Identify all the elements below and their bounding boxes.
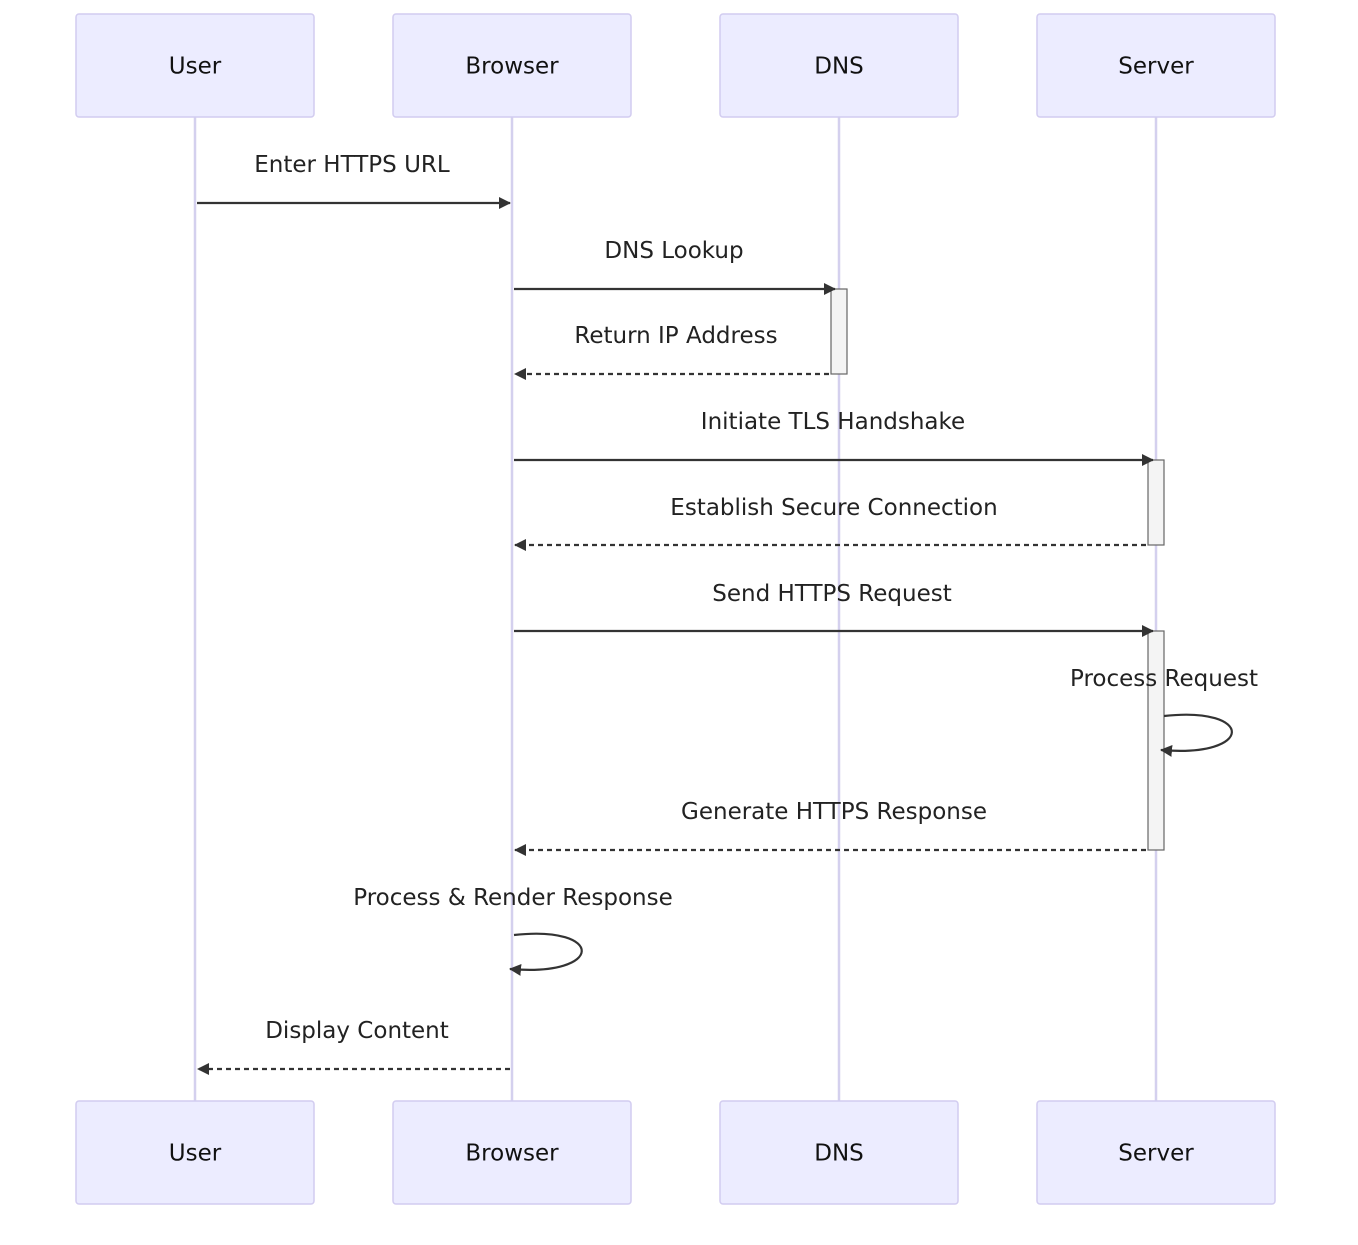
actors-top: User Browser DNS Server	[75, 13, 1276, 118]
message-render-response[interactable]: Process & Render Response	[353, 885, 673, 976]
message-label: Send HTTPS Request	[712, 581, 951, 607]
actor-server-top[interactable]: Server	[1036, 13, 1276, 118]
actors-bottom: User Browser DNS Server	[75, 1100, 1276, 1205]
message-enter-url[interactable]: Enter HTTPS URL	[197, 152, 511, 209]
message-label: Establish Secure Connection	[670, 495, 997, 521]
actor-user-bottom[interactable]: User	[75, 1100, 315, 1205]
messages: Enter HTTPS URL DNS Lookup Return IP Add…	[197, 152, 1258, 1075]
message-self-loop	[1160, 713, 1233, 757]
actor-label: DNS	[814, 54, 864, 80]
message-return-ip[interactable]: Return IP Address	[514, 323, 829, 380]
message-label: DNS Lookup	[604, 238, 743, 264]
actor-label: User	[169, 54, 222, 80]
message-label: Display Content	[265, 1018, 449, 1044]
message-label: Return IP Address	[574, 323, 777, 349]
actor-user-top[interactable]: User	[75, 13, 315, 118]
actor-server-bottom[interactable]: Server	[1036, 1100, 1276, 1205]
message-process-request[interactable]: Process Request	[1070, 666, 1258, 757]
message-tls-handshake[interactable]: Initiate TLS Handshake	[514, 409, 1154, 466]
lifelines	[193, 117, 1158, 1101]
message-label: Initiate TLS Handshake	[701, 409, 965, 435]
actor-dns-bottom[interactable]: DNS	[719, 1100, 959, 1205]
activation-server-request	[1147, 630, 1165, 851]
message-label: Process Request	[1070, 666, 1258, 692]
activation-server-tls	[1147, 459, 1165, 546]
actor-label: Server	[1118, 54, 1194, 80]
actor-label: User	[169, 1141, 222, 1167]
actor-dns-top[interactable]: DNS	[719, 13, 959, 118]
activations	[830, 288, 1165, 851]
message-secure-connection[interactable]: Establish Secure Connection	[514, 495, 1146, 551]
message-dns-lookup[interactable]: DNS Lookup	[514, 238, 836, 295]
message-label: Process & Render Response	[353, 885, 672, 911]
activation-dns	[830, 288, 848, 375]
message-label: Generate HTTPS Response	[681, 799, 987, 825]
message-self-loop	[509, 932, 583, 976]
message-send-request[interactable]: Send HTTPS Request	[514, 581, 1154, 637]
message-generate-response[interactable]: Generate HTTPS Response	[514, 799, 1146, 856]
message-label: Enter HTTPS URL	[254, 152, 450, 178]
actor-label: Browser	[465, 54, 559, 80]
actor-label: Server	[1118, 1141, 1194, 1167]
message-display-content[interactable]: Display Content	[197, 1018, 510, 1075]
actor-label: Browser	[465, 1141, 559, 1167]
actor-browser-top[interactable]: Browser	[392, 13, 632, 118]
actor-browser-bottom[interactable]: Browser	[392, 1100, 632, 1205]
actor-label: DNS	[814, 1141, 864, 1167]
